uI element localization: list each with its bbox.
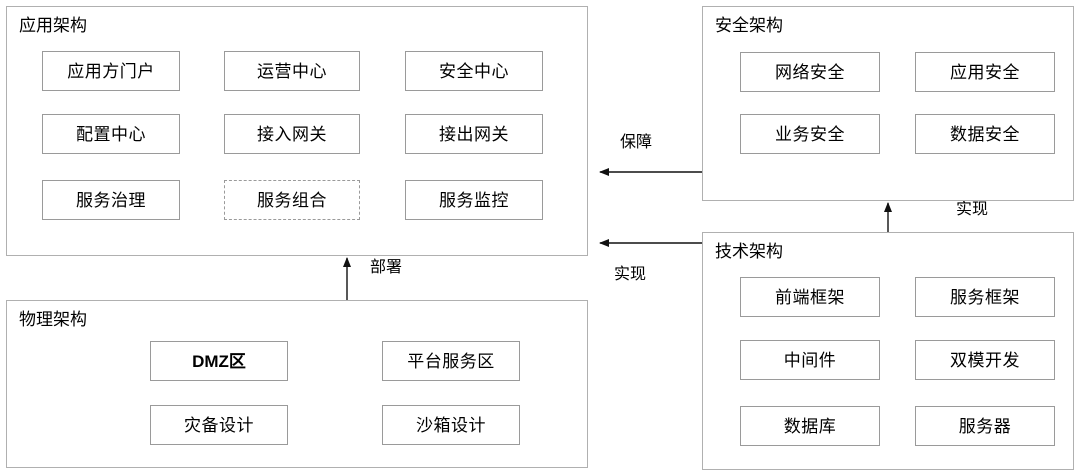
node-应用方门户[interactable]: 应用方门户 [42, 51, 180, 91]
node-数据库[interactable]: 数据库 [740, 406, 880, 446]
group-security-architecture: 安全架构 [702, 6, 1074, 201]
node-接入网关[interactable]: 接入网关 [224, 114, 360, 154]
node-数据安全[interactable]: 数据安全 [915, 114, 1055, 154]
node-平台服务区[interactable]: 平台服务区 [382, 341, 520, 381]
edge-label-baozhang: 保障 [620, 134, 653, 151]
node-安全中心[interactable]: 安全中心 [405, 51, 543, 91]
node-中间件[interactable]: 中间件 [740, 340, 880, 380]
edge-label-shixian-security: 实现 [956, 201, 989, 218]
node-双模开发[interactable]: 双模开发 [915, 340, 1055, 380]
node-沙箱设计[interactable]: 沙箱设计 [382, 405, 520, 445]
node-DMZ区[interactable]: DMZ区 [150, 341, 288, 381]
edge-label-shixian-app: 实现 [614, 266, 647, 283]
node-服务治理[interactable]: 服务治理 [42, 180, 180, 220]
group-title-technical-architecture: 技术架构 [715, 242, 783, 261]
node-运营中心[interactable]: 运营中心 [224, 51, 360, 91]
node-配置中心[interactable]: 配置中心 [42, 114, 180, 154]
node-服务组合[interactable]: 服务组合 [224, 180, 360, 220]
node-接出网关[interactable]: 接出网关 [405, 114, 543, 154]
node-灾备设计[interactable]: 灾备设计 [150, 405, 288, 445]
group-title-physical-architecture: 物理架构 [19, 310, 87, 329]
group-title-security-architecture: 安全架构 [715, 16, 783, 35]
node-前端框架[interactable]: 前端框架 [740, 277, 880, 317]
node-网络安全[interactable]: 网络安全 [740, 52, 880, 92]
group-title-application-architecture: 应用架构 [19, 16, 87, 35]
node-应用安全[interactable]: 应用安全 [915, 52, 1055, 92]
edge-label-bushu: 部署 [370, 259, 403, 276]
node-业务安全[interactable]: 业务安全 [740, 114, 880, 154]
node-服务框架[interactable]: 服务框架 [915, 277, 1055, 317]
node-服务监控[interactable]: 服务监控 [405, 180, 543, 220]
node-服务器[interactable]: 服务器 [915, 406, 1055, 446]
